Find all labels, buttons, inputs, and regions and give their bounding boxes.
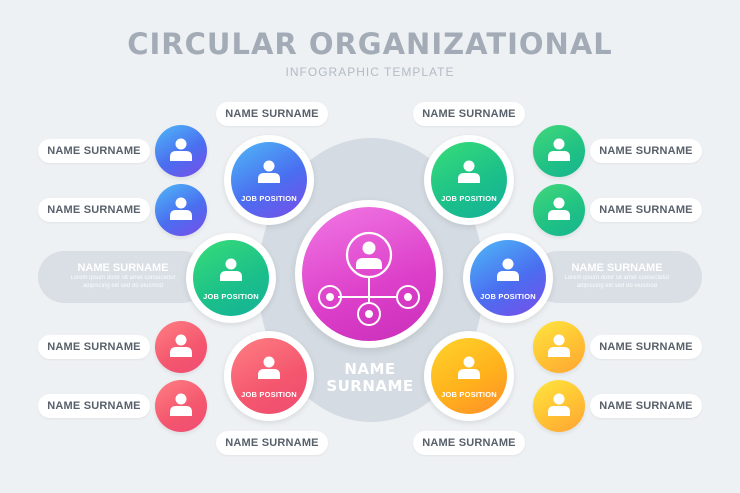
position-node-bottom-right: JOB POSITION: [424, 331, 514, 421]
center-node: [295, 200, 443, 348]
person-node-left-3: [155, 321, 207, 373]
label-right-3: NAME SURNAME: [590, 335, 702, 359]
side-panel-left-name: NAME SURNAME: [77, 262, 169, 274]
center-circle: [302, 207, 436, 341]
job-position-label: JOB POSITION: [203, 292, 259, 301]
label-bottom-right: NAME SURNAME: [413, 431, 525, 455]
position-node-mid-left: JOB POSITION: [186, 233, 276, 323]
center-name-line2: SURNAME: [326, 377, 414, 395]
position-circle: JOB POSITION: [231, 338, 307, 414]
side-panel-left-line1: Lorem ipsum dolor sit amet consectetur: [70, 275, 176, 281]
person-icon: [493, 255, 523, 288]
person-icon: [216, 255, 246, 288]
label-left-2: NAME SURNAME: [38, 198, 150, 222]
person-node-left-2: [155, 184, 207, 236]
person-icon: [454, 157, 484, 190]
label-left-1: NAME SURNAME: [38, 139, 150, 163]
position-circle: JOB POSITION: [231, 142, 307, 218]
person-icon: [545, 331, 573, 364]
person-icon: [254, 353, 284, 386]
person-icon: [454, 353, 484, 386]
label-left-4: NAME SURNAME: [38, 394, 150, 418]
person-node-right-4: [533, 380, 585, 432]
job-position-label: JOB POSITION: [241, 194, 297, 203]
job-position-label: JOB POSITION: [480, 292, 536, 301]
position-circle: JOB POSITION: [431, 338, 507, 414]
person-node-left-4: [155, 380, 207, 432]
center-name: NAME SURNAME: [300, 361, 440, 395]
job-position-label: JOB POSITION: [441, 390, 497, 399]
position-node-top-left: JOB POSITION: [224, 135, 314, 225]
label-top-left: NAME SURNAME: [216, 102, 328, 126]
page-subtitle: INFOGRAPHIC TEMPLATE: [285, 65, 455, 79]
person-node-right-1: [533, 125, 585, 177]
person-icon: [545, 135, 573, 168]
org-network-icon: [302, 231, 436, 345]
label-left-3: NAME SURNAME: [38, 335, 150, 359]
person-icon: [167, 194, 195, 227]
position-node-bottom-left: JOB POSITION: [224, 331, 314, 421]
side-panel-right-line1: Lorem ipsum dolor sit amet consectetur: [564, 275, 670, 281]
person-node-left-1: [155, 125, 207, 177]
person-icon: [167, 135, 195, 168]
position-circle: JOB POSITION: [470, 240, 546, 316]
person-node-right-2: [533, 184, 585, 236]
label-top-right: NAME SURNAME: [413, 102, 525, 126]
position-node-top-right: JOB POSITION: [424, 135, 514, 225]
center-name-line1: NAME: [344, 360, 396, 378]
side-panel-right: NAME SURNAME Lorem ipsum dolor sit amet …: [532, 251, 702, 303]
person-icon: [254, 157, 284, 190]
side-panel-right-name: NAME SURNAME: [571, 262, 663, 274]
person-icon: [545, 390, 573, 423]
person-node-right-3: [533, 321, 585, 373]
side-panel-left-line2: adipiscing elit sed do eiusmod: [82, 283, 164, 289]
person-icon: [545, 194, 573, 227]
position-circle: JOB POSITION: [431, 142, 507, 218]
label-bottom-left: NAME SURNAME: [216, 431, 328, 455]
page-title: CIRCULAR ORGANIZATIONAL: [127, 27, 613, 61]
job-position-label: JOB POSITION: [241, 390, 297, 399]
label-right-1: NAME SURNAME: [590, 139, 702, 163]
side-panel-left: NAME SURNAME Lorem ipsum dolor sit amet …: [38, 251, 208, 303]
job-position-label: JOB POSITION: [441, 194, 497, 203]
person-icon: [167, 390, 195, 423]
person-icon: [167, 331, 195, 364]
position-circle: JOB POSITION: [193, 240, 269, 316]
label-right-4: NAME SURNAME: [590, 394, 702, 418]
side-panel-right-line2: adipiscing elit sed do eiusmod: [576, 283, 658, 289]
label-right-2: NAME SURNAME: [590, 198, 702, 222]
position-node-mid-right: JOB POSITION: [463, 233, 553, 323]
